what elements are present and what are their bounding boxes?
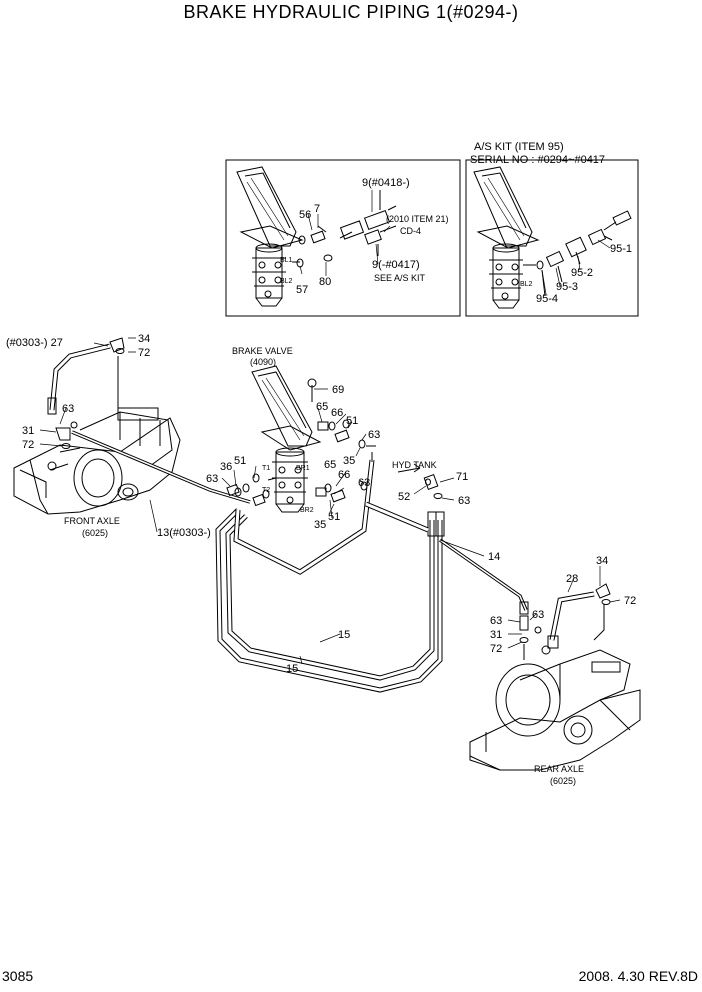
hyd-tank-fitting bbox=[397, 463, 443, 499]
hose-15 bbox=[215, 508, 445, 693]
inset-box-left bbox=[225, 159, 461, 317]
callout-14: 14 bbox=[488, 551, 500, 563]
label-9-0417: 9(-#0417) bbox=[372, 259, 420, 271]
callout-71: 71 bbox=[456, 471, 468, 483]
label-95-2: 95-2 bbox=[571, 267, 593, 279]
callout-63a: 63 bbox=[62, 403, 74, 415]
callout-34a: 34 bbox=[138, 333, 150, 345]
callout-72c: 72 bbox=[624, 595, 636, 607]
callout-31a: 31 bbox=[22, 425, 34, 437]
callout-72a: 72 bbox=[138, 347, 150, 359]
rear-axle-label: REAR AXLE bbox=[534, 764, 584, 774]
callout-72b: 72 bbox=[22, 439, 34, 451]
callout-63g: 63 bbox=[490, 615, 502, 627]
label-95-3: 95-3 bbox=[556, 281, 578, 293]
callout-13: 13(#0303-) bbox=[157, 527, 211, 539]
brake-pedal-inset-left bbox=[236, 166, 304, 307]
front-hose-27 bbox=[47, 337, 125, 420]
page-title: BRAKE HYDRAULIC PIPING 1(#0294-) bbox=[183, 2, 519, 22]
callout-72d: 72 bbox=[490, 643, 502, 655]
callout-65a: 65 bbox=[316, 401, 328, 413]
label-bl1: BL1 bbox=[280, 257, 293, 264]
label-bl2-right: BL2 bbox=[520, 281, 533, 288]
label-95-4: 95-4 bbox=[536, 293, 558, 305]
valve-fittings bbox=[226, 378, 368, 507]
label-bl2: BL2 bbox=[280, 278, 293, 285]
rear-axle-code: (6025) bbox=[550, 776, 576, 786]
brake-valve-label: BRAKE VALVE bbox=[232, 346, 293, 356]
front-axle bbox=[13, 407, 181, 515]
callout-63d: 63 bbox=[206, 473, 218, 485]
callout-66a: 66 bbox=[331, 407, 343, 419]
page-number: 3085 bbox=[2, 968, 34, 984]
callout-15a: 15 bbox=[338, 629, 350, 641]
brake-pedal-inset-right bbox=[473, 166, 540, 309]
front-axle-code: (6025) bbox=[82, 528, 108, 538]
callout-52: 52 bbox=[398, 491, 410, 503]
callout-63f: 63 bbox=[458, 495, 470, 507]
label-56: 56 bbox=[299, 209, 311, 221]
callout-51a: 51 bbox=[346, 415, 358, 427]
label-95-1: 95-1 bbox=[610, 243, 632, 255]
callout-15b: 15 bbox=[286, 663, 298, 675]
fittings-inset-left bbox=[292, 190, 397, 268]
as-kit-header: A/S KIT (ITEM 95) bbox=[474, 141, 564, 153]
pipe-13 bbox=[71, 430, 251, 504]
label-see-as-kit: SEE A/S KIT bbox=[374, 273, 426, 283]
label-br1: BR1 bbox=[296, 465, 310, 472]
callout-51b: 51 bbox=[234, 455, 246, 467]
label-t1: T1 bbox=[262, 465, 270, 472]
revision-date: 2008. 4.30 REV.8D bbox=[578, 968, 698, 984]
brake-valve-code: (4090) bbox=[250, 357, 276, 367]
front-fittings bbox=[55, 348, 125, 449]
serial-no-header: SERIAL NO : #0294~#0417 bbox=[470, 154, 605, 166]
callout-27: (#0303-) 27 bbox=[6, 337, 63, 349]
label-cd4: CD-4 bbox=[400, 226, 421, 236]
label-2010-item21: (2010 ITEM 21) bbox=[386, 214, 449, 224]
label-57: 57 bbox=[296, 284, 308, 296]
label-br2: BR2 bbox=[300, 507, 314, 514]
callout-66b: 66 bbox=[338, 469, 350, 481]
label-t2: T2 bbox=[262, 487, 270, 494]
callout-31b: 31 bbox=[490, 629, 502, 641]
front-axle-label: FRONT AXLE bbox=[64, 516, 120, 526]
callout-63h: 63 bbox=[532, 609, 544, 621]
hyd-tank-label: HYD TANK bbox=[392, 460, 437, 470]
brake-valve-main bbox=[251, 365, 322, 513]
leader-lines bbox=[39, 190, 621, 665]
label-9-0418: 9(#0418-) bbox=[362, 177, 410, 189]
inset-box-right bbox=[465, 159, 639, 317]
callout-34b: 34 bbox=[596, 555, 608, 567]
callout-69: 69 bbox=[332, 384, 344, 396]
rear-hose-28 bbox=[519, 583, 611, 660]
callout-51c: 51 bbox=[328, 511, 340, 523]
callout-28: 28 bbox=[566, 573, 578, 585]
hose-valve-right bbox=[233, 445, 429, 575]
callout-63c: 63 bbox=[358, 477, 370, 489]
callout-36: 36 bbox=[220, 461, 232, 473]
callout-65b: 65 bbox=[324, 459, 336, 471]
callout-63b: 63 bbox=[368, 429, 380, 441]
rear-axle bbox=[469, 645, 641, 771]
callout-35a: 35 bbox=[343, 455, 355, 467]
label-7: 7 bbox=[314, 203, 320, 215]
pipe-14 bbox=[438, 538, 529, 615]
label-80: 80 bbox=[319, 276, 331, 288]
callout-35b: 35 bbox=[314, 519, 326, 531]
